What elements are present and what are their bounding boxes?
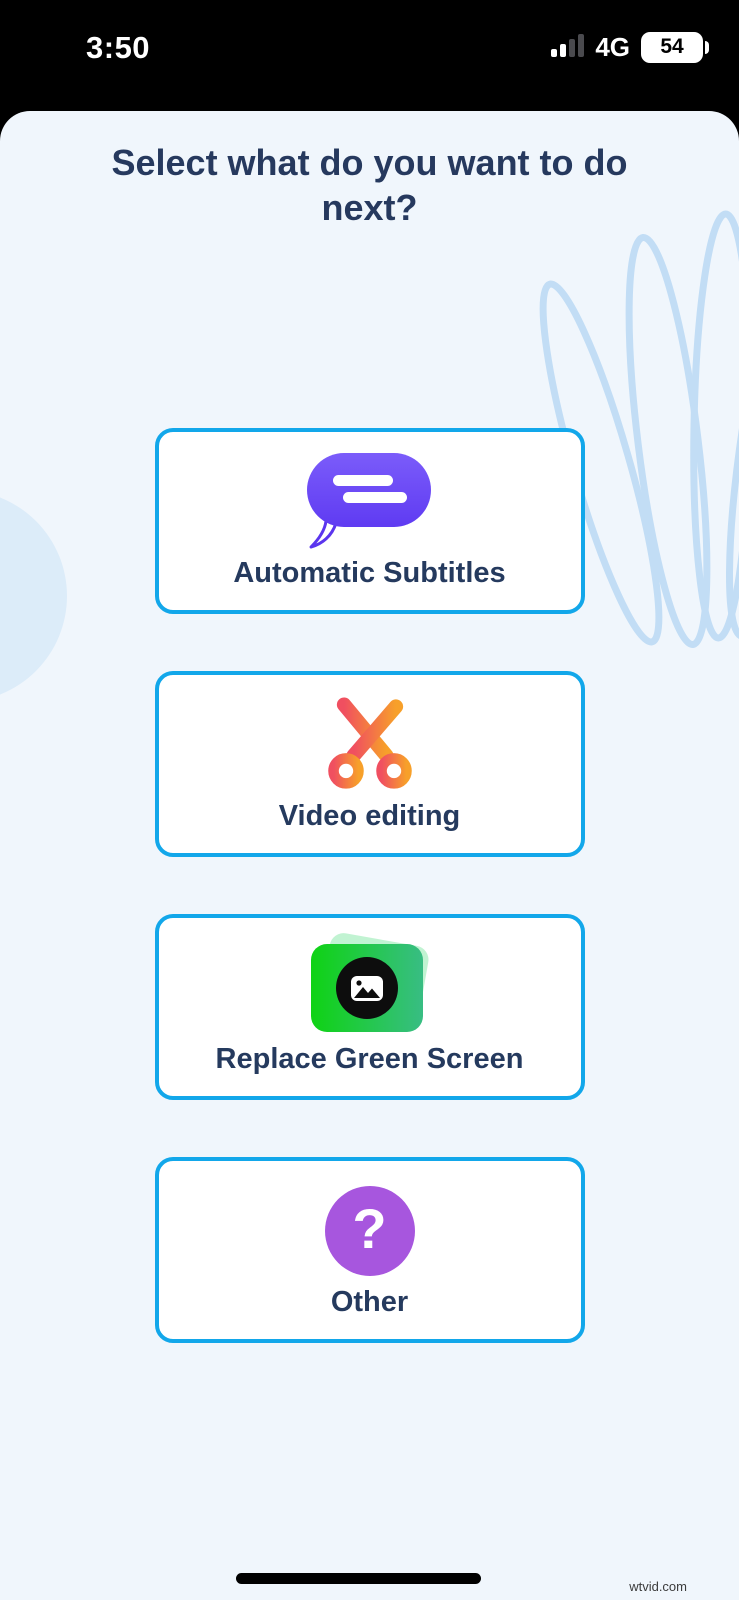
option-replace-green-screen[interactable]: Replace Green Screen xyxy=(154,914,585,1100)
option-label: Video editing xyxy=(278,800,461,832)
green-screen-icon xyxy=(310,932,428,1032)
status-bar: 3:50 4G 54 xyxy=(0,0,739,111)
network-type-label: 4G xyxy=(595,31,630,62)
decor-circle xyxy=(0,497,67,695)
chat-bubble-icon xyxy=(306,452,431,548)
clock: 3:50 xyxy=(86,30,151,65)
option-label: Replace Green Screen xyxy=(215,1043,524,1075)
battery-nub xyxy=(705,40,709,54)
battery-icon: 54 xyxy=(641,31,709,63)
signal-strength-icon xyxy=(551,34,585,59)
option-automatic-subtitles[interactable]: Automatic Subtitles xyxy=(154,428,585,614)
home-indicator[interactable] xyxy=(236,1573,481,1584)
options-sheet: Select what do you want to do next? Auto… xyxy=(0,111,739,1600)
option-label: Automatic Subtitles xyxy=(233,557,506,589)
battery-percent: 54 xyxy=(660,35,684,58)
option-video-editing[interactable]: Video editing xyxy=(154,671,585,857)
background-decoration xyxy=(0,202,739,695)
option-label: Other xyxy=(330,1286,409,1318)
watermark: wtvid.com xyxy=(629,1579,687,1594)
page-title: Select what do you want to do next? xyxy=(111,142,628,228)
scissors-icon xyxy=(327,696,412,789)
question-mark-icon: ? xyxy=(324,1185,415,1276)
option-other[interactable]: ? Other xyxy=(154,1157,585,1343)
